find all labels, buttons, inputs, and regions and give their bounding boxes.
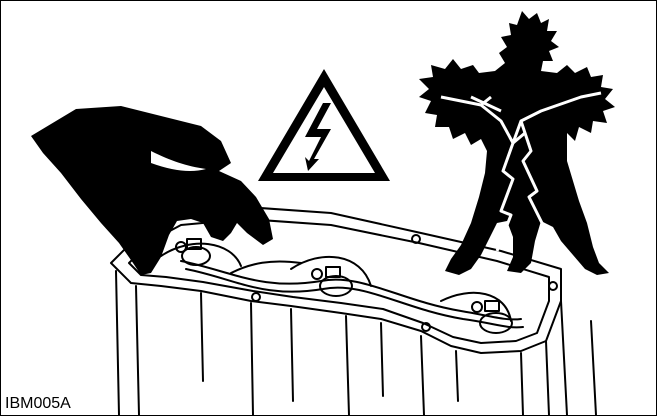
engine-cover-drawing [110, 206, 597, 415]
high-voltage-warning-triangle-icon [258, 69, 390, 181]
electric-shock-figure-icon [419, 11, 615, 275]
figure-id-label: IBM005A [5, 395, 71, 412]
hand-silhouette [31, 106, 273, 275]
